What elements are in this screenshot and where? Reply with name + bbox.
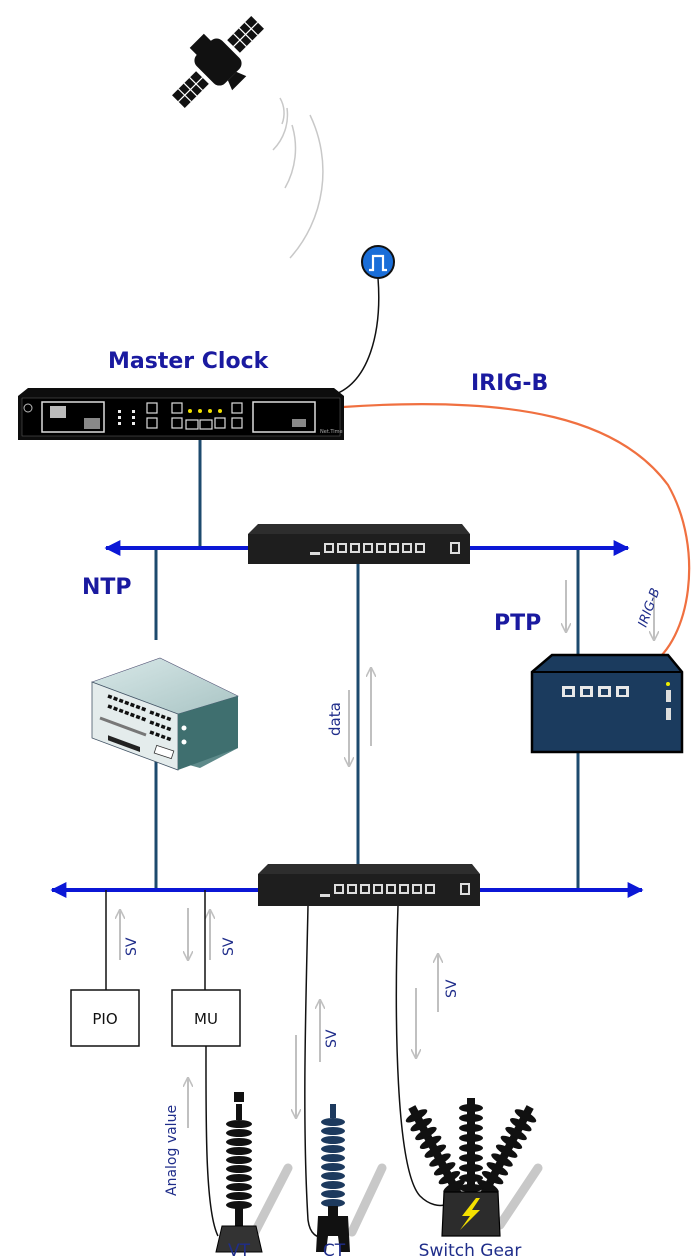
ct-transformer (316, 1104, 387, 1252)
irig-b-cable (342, 403, 691, 666)
flow-arrows (120, 580, 654, 1128)
ntp-label: NTP (82, 575, 132, 600)
switch-gear-label: Switch Gear (419, 1241, 522, 1259)
gps-antenna-icon (361, 245, 395, 279)
signal-waves (272, 97, 324, 259)
ptp-label: PTP (494, 611, 541, 636)
vt-label: VT (228, 1241, 251, 1259)
ethernet-switch-lower (258, 864, 480, 906)
master-clock-device: Net.Time (18, 388, 344, 440)
field-wiring (105, 890, 445, 1238)
ntp-server (91, 657, 239, 771)
mu-box (171, 989, 241, 1047)
irig-b-small-label: IRIG-B (636, 586, 664, 629)
pio-box (70, 989, 140, 1047)
vt-transformer (215, 1092, 293, 1253)
ptp-grandmaster-device (530, 653, 684, 754)
satellite-icon (172, 16, 264, 108)
analog-value-label: Analog value (164, 1105, 180, 1196)
network-links (154, 440, 580, 890)
ethernet-switch-upper (248, 524, 470, 564)
lightning-icon (460, 1198, 480, 1230)
data-label: data (326, 702, 344, 736)
sv-label-pio: SV (124, 937, 140, 956)
ct-label: CT (323, 1241, 346, 1259)
switch-gear (405, 1098, 543, 1237)
pio-label: PIO (92, 1010, 117, 1028)
sv-label-mu: SV (221, 937, 237, 956)
sv-label-ct: SV (324, 1029, 340, 1048)
master-clock-label: Master Clock (108, 349, 270, 374)
clock-brand: Net.Time (320, 429, 343, 435)
irig-b-label: IRIG-B (471, 371, 548, 396)
antenna-cable (329, 277, 380, 397)
sv-label-switch-gear: SV (444, 979, 460, 998)
mu-label: MU (194, 1010, 218, 1028)
